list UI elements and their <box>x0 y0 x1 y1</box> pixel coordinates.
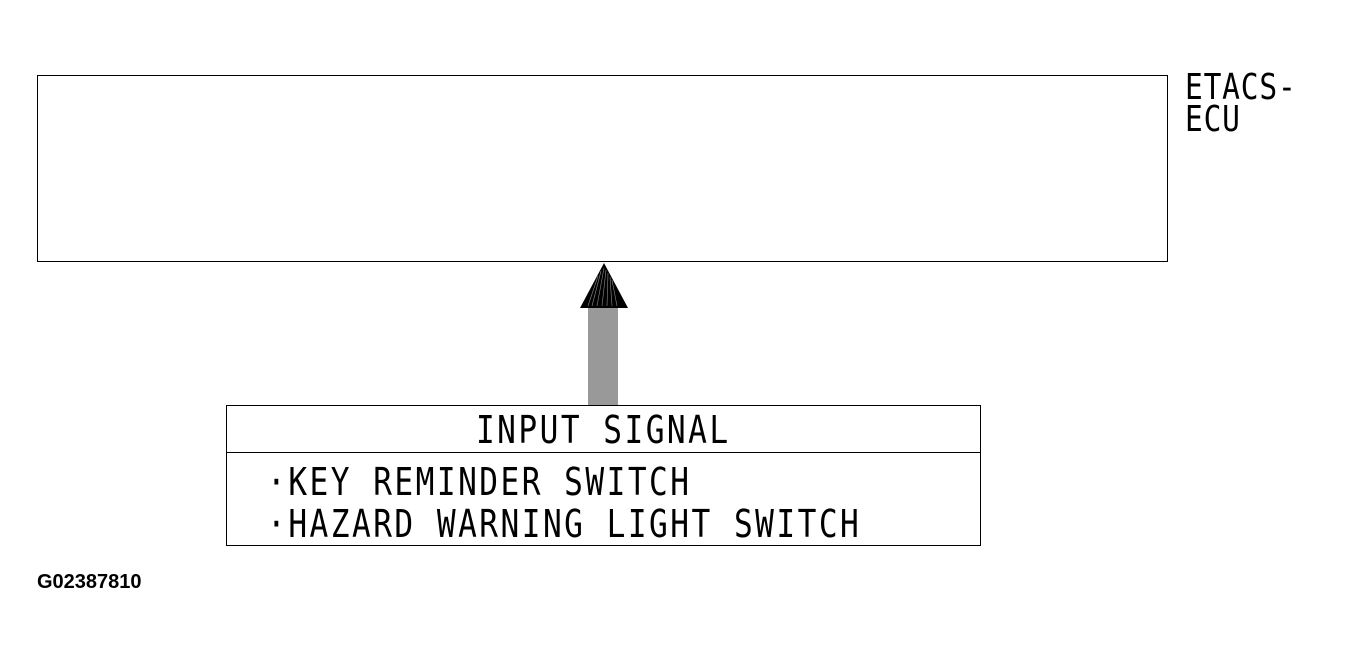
arrow-shaft <box>588 306 618 406</box>
input-signal-header: INPUT SIGNAL <box>227 406 980 453</box>
bullet: · <box>267 502 289 546</box>
signal-label: KEY REMINDER SWITCH <box>288 460 692 504</box>
signal-item: ·HAZARD WARNING LIGHT SWITCH <box>267 503 861 545</box>
ecu-label-line2: ECU <box>1185 99 1241 140</box>
ecu-label-line1: ETACS- <box>1185 67 1297 108</box>
input-signal-box: INPUT SIGNAL ·KEY REMINDER SWITCH ·HAZAR… <box>226 405 981 546</box>
signal-item: ·KEY REMINDER SWITCH <box>267 461 861 503</box>
figure-id: G02387810 <box>37 571 142 593</box>
signal-label: HAZARD WARNING LIGHT SWITCH <box>288 502 862 546</box>
ecu-label: ETACS- ECU <box>1185 67 1297 140</box>
input-signal-title: INPUT SIGNAL <box>476 408 731 452</box>
etacs-ecu-box <box>37 75 1168 262</box>
signal-list: ·KEY REMINDER SWITCH ·HAZARD WARNING LIG… <box>267 461 992 545</box>
bullet: · <box>267 460 289 504</box>
signal-arrow <box>580 263 628 406</box>
